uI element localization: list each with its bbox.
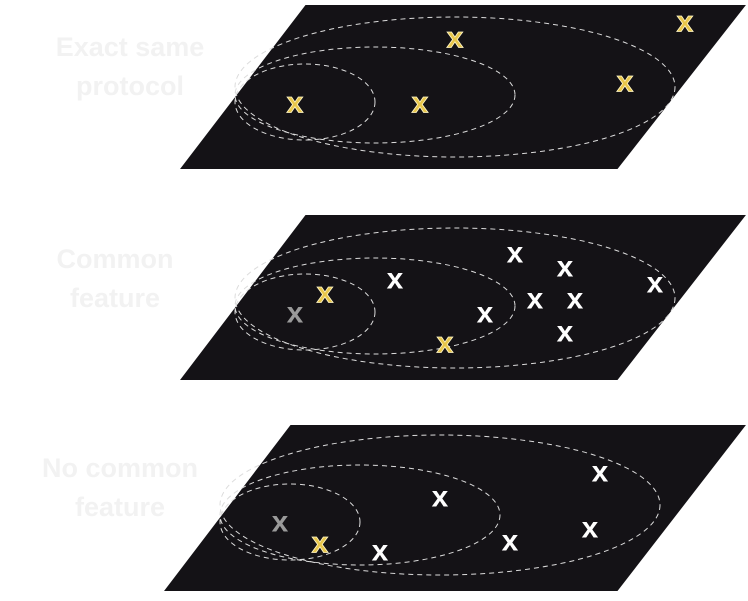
panel-label-common-feature: Common feature	[0, 240, 230, 318]
nested-region-middle	[234, 46, 516, 144]
nested-region-middle	[219, 464, 501, 566]
x-mark-gray: x	[287, 297, 304, 330]
x-mark-yellow: x	[447, 22, 464, 55]
nested-region-middle	[234, 257, 516, 355]
x-mark-white: x	[557, 251, 574, 284]
nested-region-inner	[234, 273, 376, 351]
x-mark-white: x	[507, 237, 524, 270]
x-mark-white: x	[647, 267, 664, 300]
x-mark-white: x	[477, 297, 494, 330]
label-line: Common	[56, 244, 174, 274]
x-mark-white: x	[527, 283, 544, 316]
nested-region-outer	[219, 434, 661, 576]
x-mark-yellow: x	[317, 277, 334, 310]
label-line: Exact same	[55, 32, 205, 62]
label-line: No common	[41, 453, 198, 483]
plane	[175, 3, 748, 171]
label-line: feature	[74, 492, 166, 522]
panel-common-feature	[175, 213, 748, 382]
nested-region-outer	[234, 227, 676, 369]
x-mark-yellow: x	[617, 66, 634, 99]
x-mark-yellow: x	[312, 527, 329, 560]
label-line: feature	[69, 283, 161, 313]
panel-label-exact-same-protocol: Exact same protocol	[15, 28, 245, 106]
x-mark-yellow: x	[437, 327, 454, 360]
panel-no-common-feature	[159, 423, 748, 593]
plane	[175, 213, 748, 382]
x-mark-white: x	[557, 316, 574, 349]
x-mark-white: x	[582, 512, 599, 545]
nested-region-inner	[234, 63, 376, 141]
x-mark-yellow: x	[412, 87, 429, 120]
panel-exact-same-protocol	[175, 3, 748, 171]
plane	[159, 423, 748, 593]
x-mark-white: x	[592, 456, 609, 489]
nested-region-inner	[219, 483, 361, 561]
x-mark-white: x	[387, 263, 404, 296]
panel-label-no-common-feature: No common feature	[5, 449, 235, 527]
x-mark-yellow: x	[677, 6, 694, 39]
x-mark-yellow: x	[287, 87, 304, 120]
x-mark-white: x	[567, 283, 584, 316]
x-mark-gray: x	[272, 506, 289, 539]
x-mark-white: x	[502, 525, 519, 558]
nested-region-outer	[234, 16, 676, 158]
x-mark-white: x	[432, 481, 449, 514]
label-line: protocol	[76, 71, 184, 101]
x-mark-white: x	[372, 535, 389, 568]
